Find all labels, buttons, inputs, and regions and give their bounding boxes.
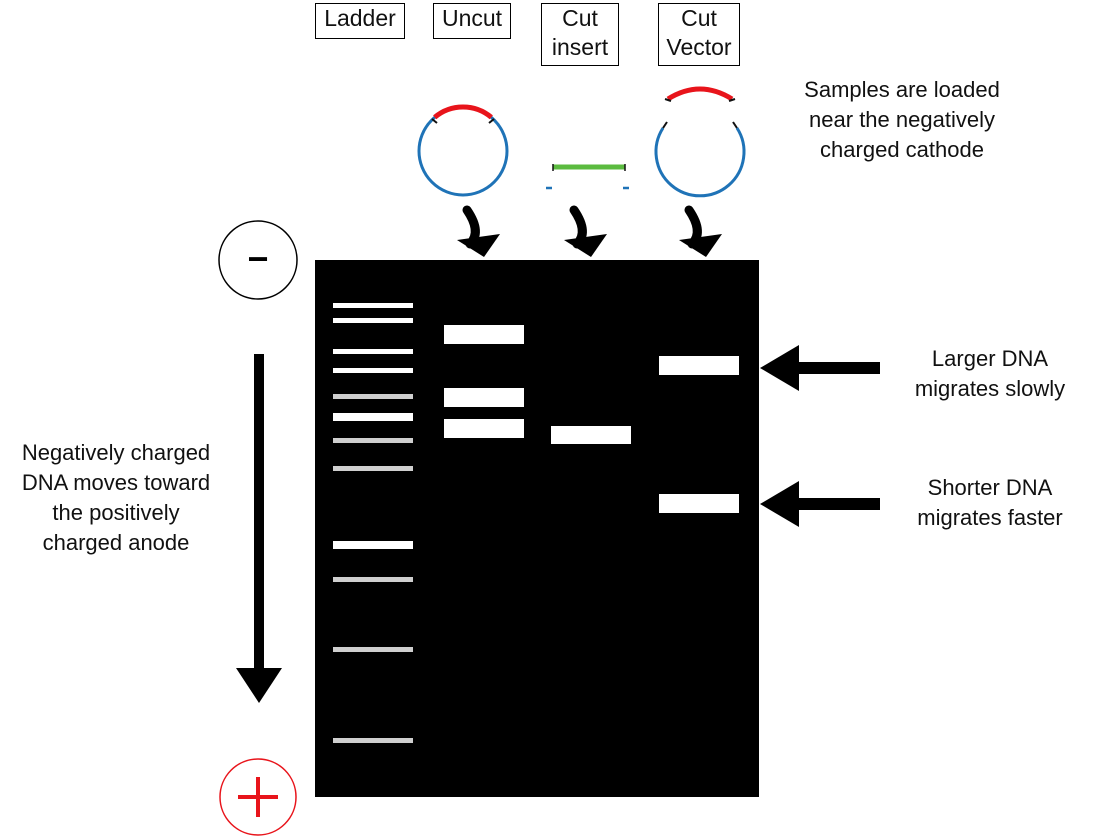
migration-arrow-icon <box>236 354 282 703</box>
note-sample-loading: Samples are loaded near the negatively c… <box>782 75 1022 165</box>
linear-insert-icon <box>546 164 629 190</box>
lane-label-cut-vector-line1: Cut <box>681 5 717 31</box>
uncut-band <box>444 325 524 344</box>
ladder-band <box>333 438 413 443</box>
note-sample-loading-line1: Samples are loaded <box>804 77 1000 102</box>
note-larger-dna-line2: migrates slowly <box>914 376 1066 401</box>
lane-label-ladder: Ladder <box>315 3 405 39</box>
ladder-band <box>333 647 413 652</box>
cathode-symbol: − <box>247 238 268 279</box>
ladder-band <box>333 541 413 549</box>
note-dna-migration-line1: Negatively charged <box>21 440 211 465</box>
lane-label-cut-insert: Cut insert <box>541 3 619 66</box>
uncut-band <box>444 419 524 438</box>
ladder-band <box>333 394 413 399</box>
note-shorter-dna-line1: Shorter DNA <box>927 475 1053 500</box>
gel-bands <box>333 303 739 743</box>
shorter-dna-arrow-icon <box>760 481 880 527</box>
lane-label-uncut-text: Uncut <box>441 5 503 31</box>
uncut-band <box>444 388 524 407</box>
note-shorter-dna-line2: migrates faster <box>917 505 1063 530</box>
lane-label-uncut: Uncut <box>433 3 511 39</box>
larger-dna-arrow-icon <box>760 345 880 391</box>
anode-symbol: + <box>0 0 1 1</box>
ladder-band <box>333 303 413 308</box>
lane-label-cut-insert-line1: Cut <box>562 5 598 31</box>
load-arrow-insert-icon <box>564 205 607 257</box>
note-sample-loading-line2: near the negatively <box>809 107 995 132</box>
load-arrow-vector-icon <box>679 205 722 257</box>
anode-icon: + <box>0 0 297 836</box>
cut-vector-icon <box>654 86 746 198</box>
note-dna-migration-line3: the positively <box>52 500 180 525</box>
note-larger-dna-line1: Larger DNA <box>931 346 1049 371</box>
lane-label-cut-insert-line2: insert <box>551 34 609 60</box>
uncut-plasmid-icon <box>417 104 509 197</box>
lane-label-cut-vector: Cut Vector <box>658 3 740 66</box>
ladder-band <box>333 466 413 471</box>
ladder-band <box>333 368 413 373</box>
lane-label-ladder-text: Ladder <box>324 5 396 31</box>
note-larger-dna: Larger DNA migrates slowly <box>885 344 1095 404</box>
note-shorter-dna: Shorter DNA migrates faster <box>885 473 1095 533</box>
lane-label-cut-vector-line2: Vector <box>666 34 732 60</box>
note-dna-migration: Negatively charged DNA moves toward the … <box>0 438 232 558</box>
ladder-band <box>333 349 413 354</box>
ladder-band <box>333 318 413 323</box>
cathode-icon: − <box>218 220 298 300</box>
ladder-band <box>333 413 413 421</box>
load-arrow-uncut-icon <box>457 205 500 257</box>
cut-vector-band <box>659 356 739 375</box>
note-dna-migration-line2: DNA moves toward <box>21 470 211 495</box>
ladder-band <box>333 577 413 582</box>
ladder-band <box>333 738 413 743</box>
note-dna-migration-line4: charged anode <box>42 530 190 555</box>
cut-insert-band <box>551 426 631 444</box>
cut-vector-band <box>659 494 739 513</box>
gel <box>315 260 759 797</box>
note-sample-loading-line3: charged cathode <box>820 137 984 162</box>
